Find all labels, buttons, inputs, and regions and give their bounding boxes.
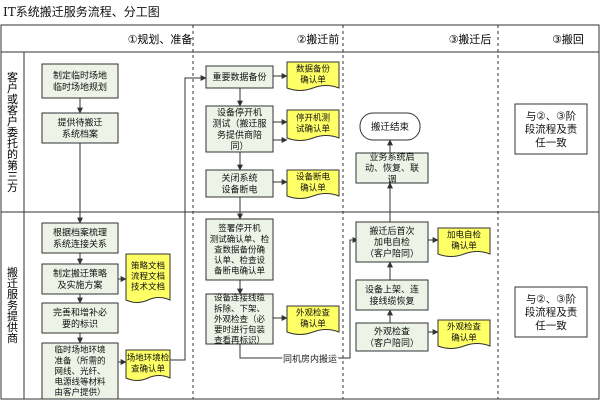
process-box-shape bbox=[41, 302, 119, 334]
process-box-shape bbox=[205, 65, 274, 89]
process-box-text: 设备连接线缆拆除、下架、外观检查（必要时进行包装查看再标识） bbox=[214, 293, 266, 347]
process-box-text: 完善和增补必要的标识 bbox=[53, 307, 107, 330]
process-box-p2-power-off: 关闭系统设备断电 bbox=[205, 169, 274, 198]
document-shape bbox=[286, 61, 340, 91]
process-box-p3-inspect: 外观检查（客户陪同） bbox=[355, 322, 429, 352]
document-d-power-off: 设备断电确认单 bbox=[286, 169, 340, 199]
process-box-shape bbox=[514, 286, 588, 338]
process-box-shape bbox=[355, 322, 429, 352]
process-box-shape bbox=[514, 103, 588, 155]
process-box-shape bbox=[355, 152, 429, 184]
document-text: 外观检查确认单 bbox=[447, 322, 482, 344]
document-text: 数据备份确认单 bbox=[296, 64, 331, 86]
edge-label-same-room: 同机房内搬运 bbox=[283, 353, 337, 365]
document-shape bbox=[286, 109, 340, 141]
process-box-p1-strategy: 制定搬迁策略及实施方案 bbox=[41, 263, 119, 295]
process-box-text: 搬迁后首次加电自检（客户陪同） bbox=[365, 225, 419, 260]
process-box-p1-plan-review: 完善和增补必要的标识 bbox=[41, 302, 119, 334]
process-box-p1-plan-site: 制定临时场地临时场地规划 bbox=[41, 63, 119, 99]
process-box-p3-biz-start: 业务系统启动、恢复、联调 bbox=[355, 151, 429, 186]
process-box-p2-disconnect: 设备连接线缆拆除、下架、外观检查（必要时进行包装查看再标识） bbox=[205, 293, 274, 347]
process-box-text: 设备停开机测试（搬迁服务提供商陪同） bbox=[212, 106, 266, 152]
process-box-text: 临时场地环境准备（所需的网线、光纤、电源线等材料由客户提供） bbox=[54, 345, 106, 399]
document-shape bbox=[437, 319, 491, 349]
process-box-p2-sign-tests: 签署停开机测试确认单、检查数据备份确认单、检查设备断电确认单 bbox=[205, 218, 274, 281]
edge-move-same-room bbox=[239, 237, 359, 359]
process-box-shape bbox=[355, 221, 429, 263]
process-box-text: 提供待搬迁系统档案 bbox=[57, 117, 102, 140]
process-box-text: 关闭系统设备断电 bbox=[221, 172, 257, 195]
process-box-p2-backup: 重要数据备份 bbox=[205, 65, 274, 89]
terminal-shape bbox=[359, 112, 421, 141]
document-d-site-check: 场地环境检查确认单 bbox=[125, 349, 171, 381]
document-d-power-on: 加电自检确认单 bbox=[437, 227, 491, 257]
phase-header-plan: ①规划、准备 bbox=[128, 32, 193, 46]
document-d-visual1: 外观检查确认单 bbox=[286, 305, 340, 335]
process-box-text: 制定搬迁策略及实施方案 bbox=[53, 268, 107, 291]
process-box-p4-bottom: 与②、③阶段流程及责任一致 bbox=[514, 286, 588, 338]
document-d-backup: 数据备份确认单 bbox=[286, 61, 340, 91]
phase-header-return: ③搬回 bbox=[552, 32, 584, 46]
process-box-text: 与②、③阶段流程及责任一致 bbox=[525, 293, 578, 332]
process-box-p3-power-on: 搬迁后首次加电自检（客户陪同） bbox=[355, 221, 429, 263]
phase-header-before: ②搬迁前 bbox=[297, 32, 340, 46]
document-text: 设备断电确认单 bbox=[296, 172, 331, 194]
process-box-text: 签署停开机测试确认单、检查数据备份确认单、检查设备断电确认单 bbox=[210, 223, 270, 277]
document-shape bbox=[437, 227, 491, 257]
document-text: 外观检查确认单 bbox=[296, 308, 331, 330]
process-box-shape bbox=[205, 293, 274, 345]
document-text: 加电自检确认单 bbox=[447, 230, 482, 252]
process-box-shape bbox=[205, 105, 274, 153]
process-box-shape bbox=[41, 222, 119, 254]
document-d-strategy: 策略文档流程文档技术文档 bbox=[125, 253, 171, 303]
terminal-text: 搬迁结束 bbox=[371, 121, 410, 133]
process-box-shape bbox=[41, 342, 119, 400]
document-shape bbox=[125, 253, 171, 303]
document-shape bbox=[286, 305, 340, 335]
document-text: 策略文档流程文档技术文档 bbox=[131, 260, 165, 292]
document-text: 场地环境检查确认单 bbox=[127, 353, 170, 375]
document-d-shutdown: 停开机测试确认单 bbox=[286, 109, 340, 141]
process-box-shape bbox=[205, 169, 274, 198]
process-box-p3-rack: 设备上架、连接线缆恢复 bbox=[355, 279, 429, 311]
process-box-p1-provide-files: 提供待搬迁系统档案 bbox=[41, 112, 119, 144]
document-text: 停开机测试确认单 bbox=[296, 113, 331, 135]
process-box-shape bbox=[205, 218, 274, 281]
lane-label-customer: 客户或客户委托的第三方 bbox=[6, 70, 19, 192]
process-box-p1-site-prep: 临时场地环境准备（所需的网线、光纤、电源线等材料由客户提供） bbox=[41, 342, 119, 400]
process-box-text: 业务系统启动、恢复、联调 bbox=[365, 151, 419, 186]
document-d-visual2: 外观检查确认单 bbox=[437, 319, 491, 349]
process-box-p4-top: 与②、③阶段流程及责任一致 bbox=[514, 103, 588, 155]
phase-header-after: ③搬迁后 bbox=[449, 32, 492, 46]
process-box-p1-arch-review: 根据档案梳理系统连接关系 bbox=[41, 222, 119, 254]
process-box-shape bbox=[41, 63, 119, 99]
process-box-shape bbox=[355, 279, 429, 311]
lane-label-provider: 搬迁服务提供商 bbox=[6, 265, 19, 344]
document-shape bbox=[125, 349, 171, 381]
process-box-p2-shutdown-test: 设备停开机测试（搬迁服务提供商陪同） bbox=[205, 105, 274, 153]
process-box-shape bbox=[41, 263, 119, 295]
process-box-text: 制定临时场地临时场地规划 bbox=[53, 70, 107, 93]
process-box-text: 根据档案梳理系统连接关系 bbox=[53, 227, 107, 250]
connectors bbox=[77, 73, 439, 365]
document-shape bbox=[286, 169, 340, 199]
process-box-shape bbox=[41, 112, 119, 144]
process-box-text: 与②、③阶段流程及责任一致 bbox=[525, 110, 578, 149]
edge-p1-to-p2 bbox=[170, 75, 207, 361]
process-box-text: 设备上架、连接线缆恢复 bbox=[365, 284, 419, 307]
process-box-text: 外观检查（客户陪同） bbox=[365, 326, 419, 349]
process-box-text: 重要数据备份 bbox=[212, 71, 266, 83]
terminal-migration-done: 搬迁结束 bbox=[359, 112, 421, 141]
page-title: IT系统搬迁服务流程、分工图 bbox=[3, 5, 160, 19]
